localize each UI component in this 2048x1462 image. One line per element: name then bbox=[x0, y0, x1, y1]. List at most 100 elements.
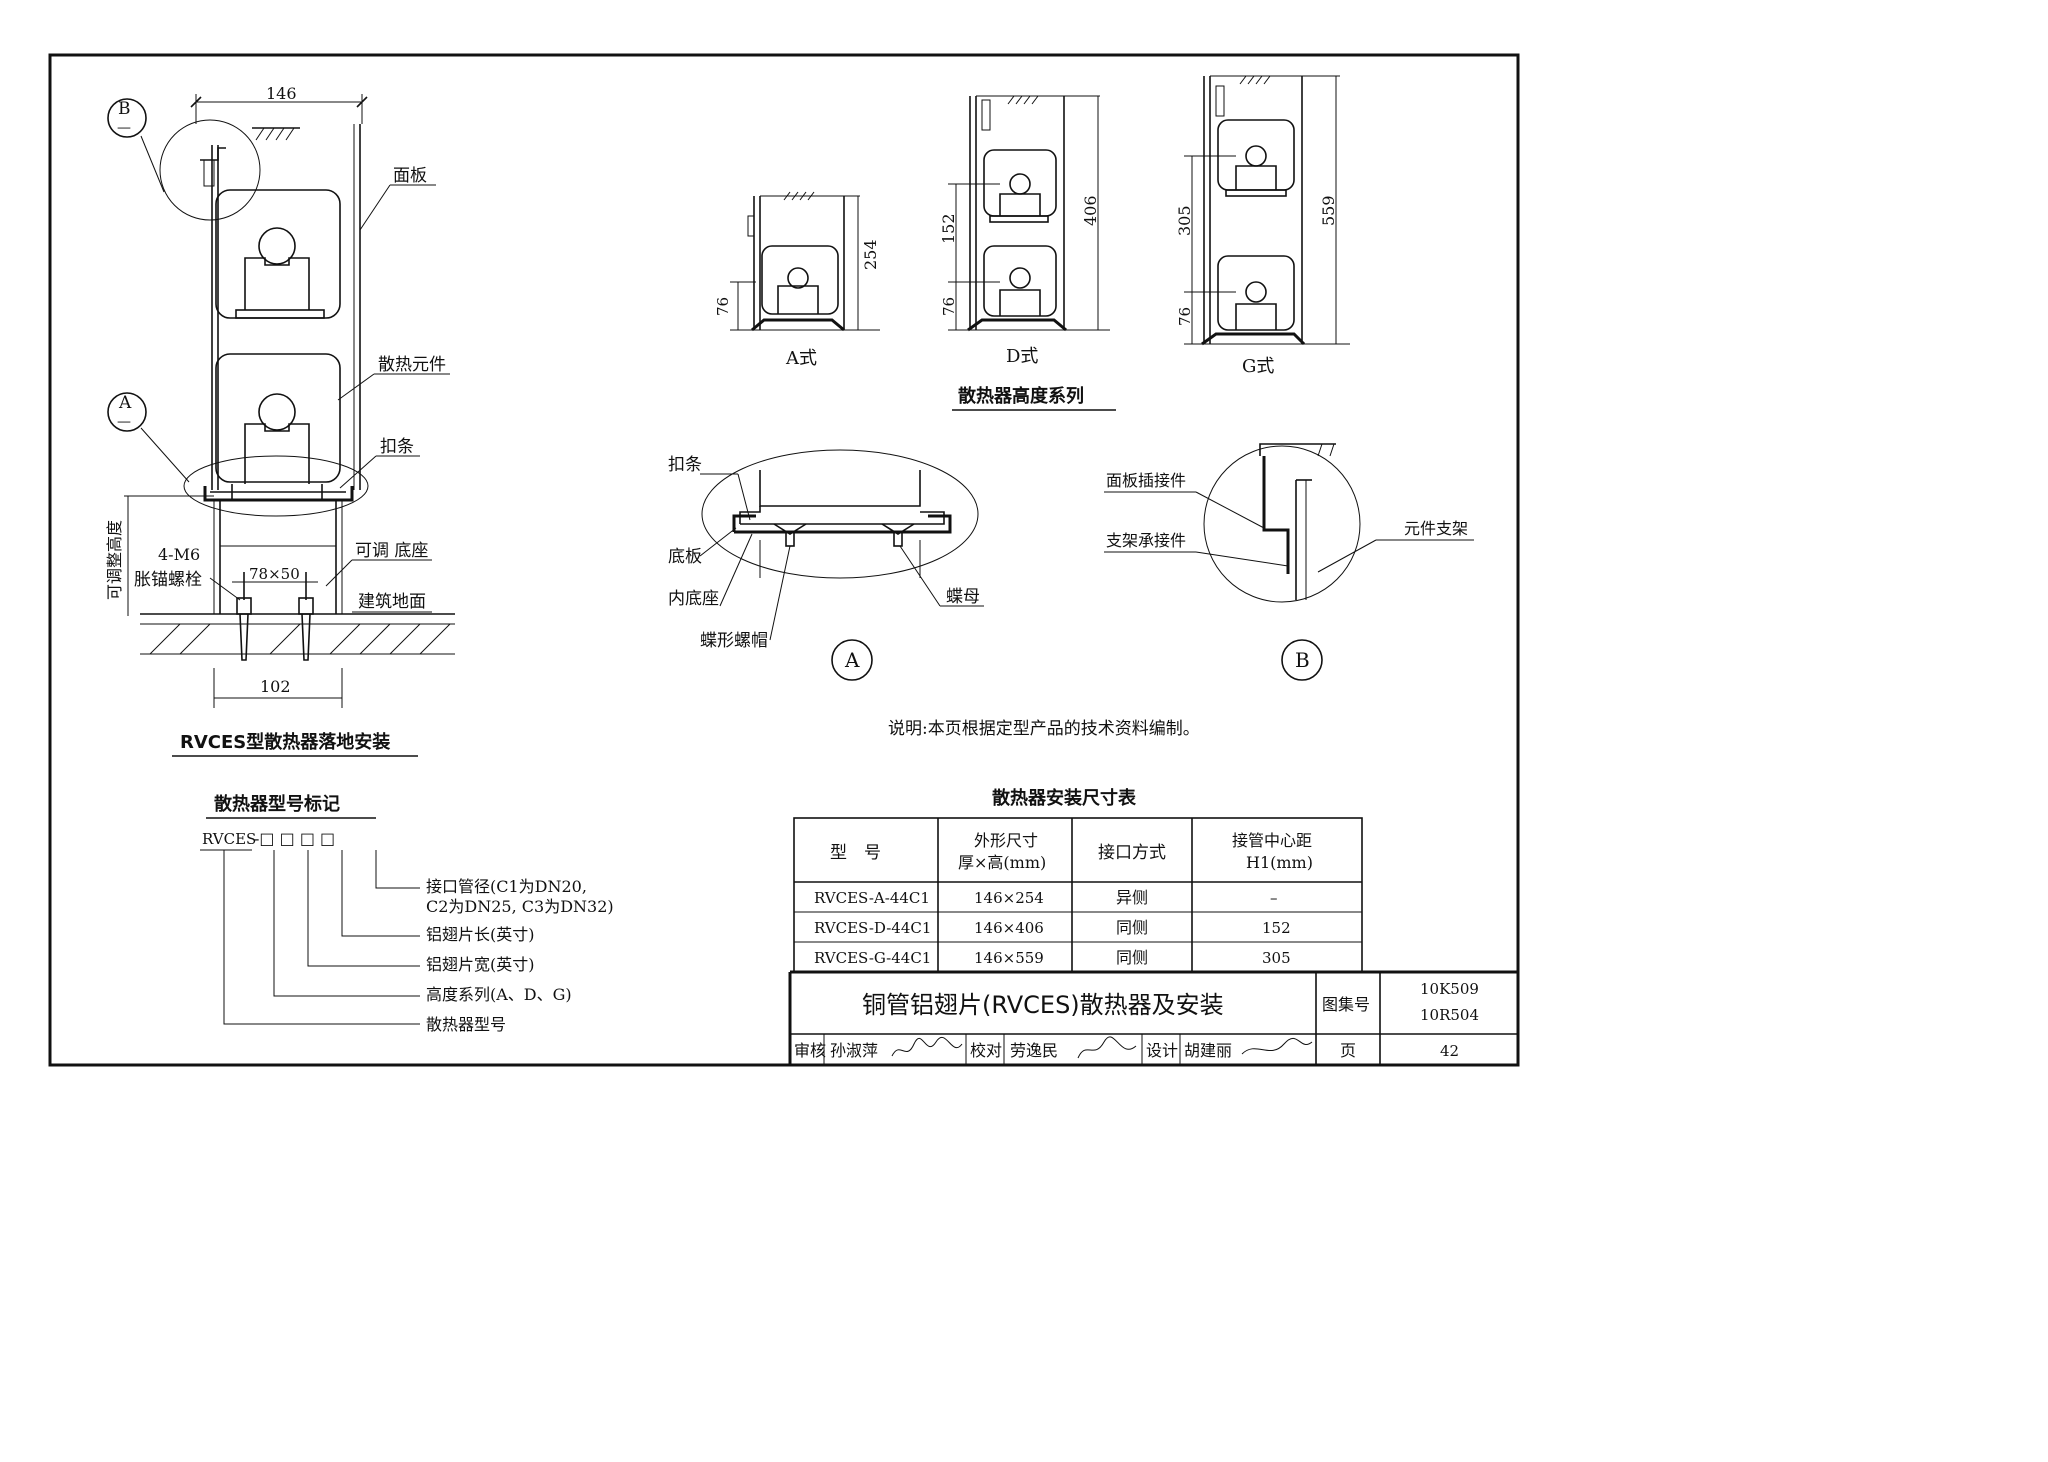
label-bolt-2: 胀锚螺栓 bbox=[134, 570, 202, 590]
model-code-boxes: -□ □ □ □ bbox=[254, 829, 335, 848]
cell-r1-model: RVCES-D-44C1 bbox=[814, 919, 931, 937]
design-signature bbox=[1241, 1037, 1313, 1055]
type-d-drawing: 406 152 76 D式 bbox=[939, 95, 1110, 367]
detail-a-label: A bbox=[844, 648, 860, 672]
detail-b-panel-conn: 面板插接件 bbox=[1106, 471, 1186, 490]
a-type-label: A式 bbox=[785, 348, 817, 369]
review-label: 审核 bbox=[794, 1041, 826, 1060]
g-dim-height: 559 bbox=[1319, 195, 1338, 226]
cell-r2-pitch: 305 bbox=[1262, 949, 1291, 967]
model-marking: 散热器型号标记 RVCES -□ □ □ □ 接口管径(C1为DN20, C2为… bbox=[200, 793, 614, 1034]
size-table: 散热器安装尺寸表 型 号 外形尺寸 厚×高(mm) 接口方式 接管中心距 H1(… bbox=[793, 787, 1363, 973]
model-item-2: 铝翅片长(英寸) bbox=[426, 925, 535, 944]
upper-element bbox=[215, 189, 341, 319]
th-model: 型 号 bbox=[830, 843, 881, 863]
label-adjust-height: 可调整高度 bbox=[105, 520, 124, 600]
design-label: 设计 bbox=[1146, 1041, 1178, 1060]
height-series-title: 散热器高度系列 bbox=[958, 385, 1084, 407]
detail-b-bracket-conn: 支架承接件 bbox=[1106, 531, 1186, 550]
type-a-drawing: 254 76 A式 bbox=[714, 191, 880, 369]
table-title: 散热器安装尺寸表 bbox=[992, 787, 1137, 809]
cell-r0-size: 146×254 bbox=[974, 889, 1044, 907]
callout-a-label: A bbox=[118, 393, 132, 413]
label-panel: 面板 bbox=[393, 166, 427, 186]
model-marking-title: 散热器型号标记 bbox=[214, 793, 340, 815]
cell-r0-conn: 异侧 bbox=[1116, 888, 1148, 907]
d-dim-height: 406 bbox=[1081, 195, 1100, 226]
lower-element bbox=[215, 353, 341, 483]
label-adjust-base: 可调 底座 bbox=[355, 541, 428, 561]
cell-r0-model: RVCES-A-44C1 bbox=[814, 889, 930, 907]
th-size-2: 厚×高(mm) bbox=[958, 853, 1046, 872]
cell-r1-pitch: 152 bbox=[1262, 919, 1291, 937]
dim-width: 146 bbox=[266, 84, 297, 103]
cell-r2-model: RVCES-G-44C1 bbox=[814, 949, 931, 967]
dim-foot: 78×50 bbox=[249, 565, 300, 583]
model-prefix: RVCES bbox=[202, 830, 256, 848]
label-strip: 扣条 bbox=[380, 437, 414, 457]
type-g-drawing: 559 305 76 G式 bbox=[1175, 75, 1350, 377]
label-floor: 建筑地面 bbox=[358, 592, 426, 612]
a-dim-h1: 76 bbox=[714, 297, 732, 316]
label-element: 散热元件 bbox=[378, 355, 446, 375]
d-dim-h1: 76 bbox=[940, 297, 958, 316]
th-pitch-1: 接管中心距 bbox=[1232, 831, 1312, 850]
callout-b-label: B bbox=[118, 99, 131, 119]
floor-install-title: RVCES型散热器落地安装 bbox=[180, 731, 390, 753]
model-item-0: 接口管径(C1为DN20, bbox=[426, 877, 587, 896]
page-label: 页 bbox=[1340, 1041, 1356, 1060]
sheet-title: 铜管铝翅片(RVCES)散热器及安装 bbox=[862, 991, 1224, 1019]
check-signature bbox=[1077, 1036, 1137, 1059]
detail-a-marker bbox=[831, 639, 873, 681]
atlas-no-1: 10K509 bbox=[1420, 980, 1479, 998]
detail-b-marker bbox=[1281, 639, 1323, 681]
page-no: 42 bbox=[1440, 1042, 1459, 1060]
model-item-3: 铝翅片宽(英寸) bbox=[426, 955, 535, 974]
atlas-label: 图集号 bbox=[1322, 995, 1370, 1014]
review-signature bbox=[891, 1036, 963, 1057]
cell-r2-conn: 同侧 bbox=[1116, 948, 1148, 967]
design-name: 胡建丽 bbox=[1184, 1041, 1232, 1060]
d-dim-pitch: 152 bbox=[939, 213, 958, 244]
model-item-4: 高度系列(A、D、G) bbox=[426, 985, 572, 1004]
review-name: 孙淑萍 bbox=[830, 1041, 878, 1060]
detail-a: 扣条 底板 内底座 蝶形螺帽 蝶母 A bbox=[668, 449, 984, 681]
callout-a bbox=[107, 392, 147, 432]
check-label: 校对 bbox=[970, 1041, 1002, 1060]
g-type-label: G式 bbox=[1242, 356, 1274, 377]
model-item-1: C2为DN25, C3为DN32) bbox=[426, 897, 614, 916]
height-series: 254 76 A式 406 bbox=[714, 75, 1350, 411]
drawing-sheet: 146 B — A bbox=[48, 53, 1520, 1067]
g-dim-pitch: 305 bbox=[1175, 205, 1194, 236]
detail-a-wing-bolt: 蝶形螺帽 bbox=[700, 631, 768, 651]
th-size-1: 外形尺寸 bbox=[974, 831, 1038, 850]
callout-a-zone bbox=[183, 455, 369, 517]
model-item-5: 散热器型号 bbox=[426, 1015, 506, 1034]
callout-a-dash: — bbox=[117, 414, 131, 430]
a-dim-height: 254 bbox=[861, 239, 880, 270]
th-connection: 接口方式 bbox=[1098, 843, 1166, 863]
detail-a-wing-nut: 蝶母 bbox=[946, 587, 980, 607]
detail-b: 面板插接件 支架承接件 元件支架 B bbox=[1104, 443, 1474, 681]
cell-r1-conn: 同侧 bbox=[1116, 918, 1148, 937]
cell-r0-pitch: – bbox=[1270, 889, 1278, 907]
th-pitch-2: H1(mm) bbox=[1246, 853, 1313, 872]
g-dim-h1: 76 bbox=[1176, 307, 1194, 326]
detail-b-label: B bbox=[1295, 648, 1310, 672]
sheet-frame bbox=[48, 53, 1520, 1067]
label-bolt-1: 4-M6 bbox=[158, 545, 200, 564]
d-type-label: D式 bbox=[1006, 346, 1038, 367]
callout-b bbox=[107, 98, 147, 138]
dim-base: 102 bbox=[260, 677, 291, 696]
title-block: 铜管铝翅片(RVCES)散热器及安装 图集号 10K509 10R504 审核 … bbox=[788, 970, 1518, 1065]
callout-b-zone bbox=[159, 119, 261, 221]
detail-a-base-plate: 底板 bbox=[668, 547, 702, 567]
cell-r2-size: 146×559 bbox=[974, 949, 1044, 967]
note-text: 说明:本页根据定型产品的技术资料编制。 bbox=[888, 719, 1200, 739]
atlas-no-2: 10R504 bbox=[1420, 1006, 1479, 1024]
cell-r1-size: 146×406 bbox=[974, 919, 1044, 937]
check-name: 劳逸民 bbox=[1010, 1041, 1058, 1060]
floor-install-drawing: 146 B — A bbox=[105, 84, 455, 757]
callout-b-dash: — bbox=[117, 120, 131, 136]
detail-b-element-bracket: 元件支架 bbox=[1404, 519, 1468, 538]
